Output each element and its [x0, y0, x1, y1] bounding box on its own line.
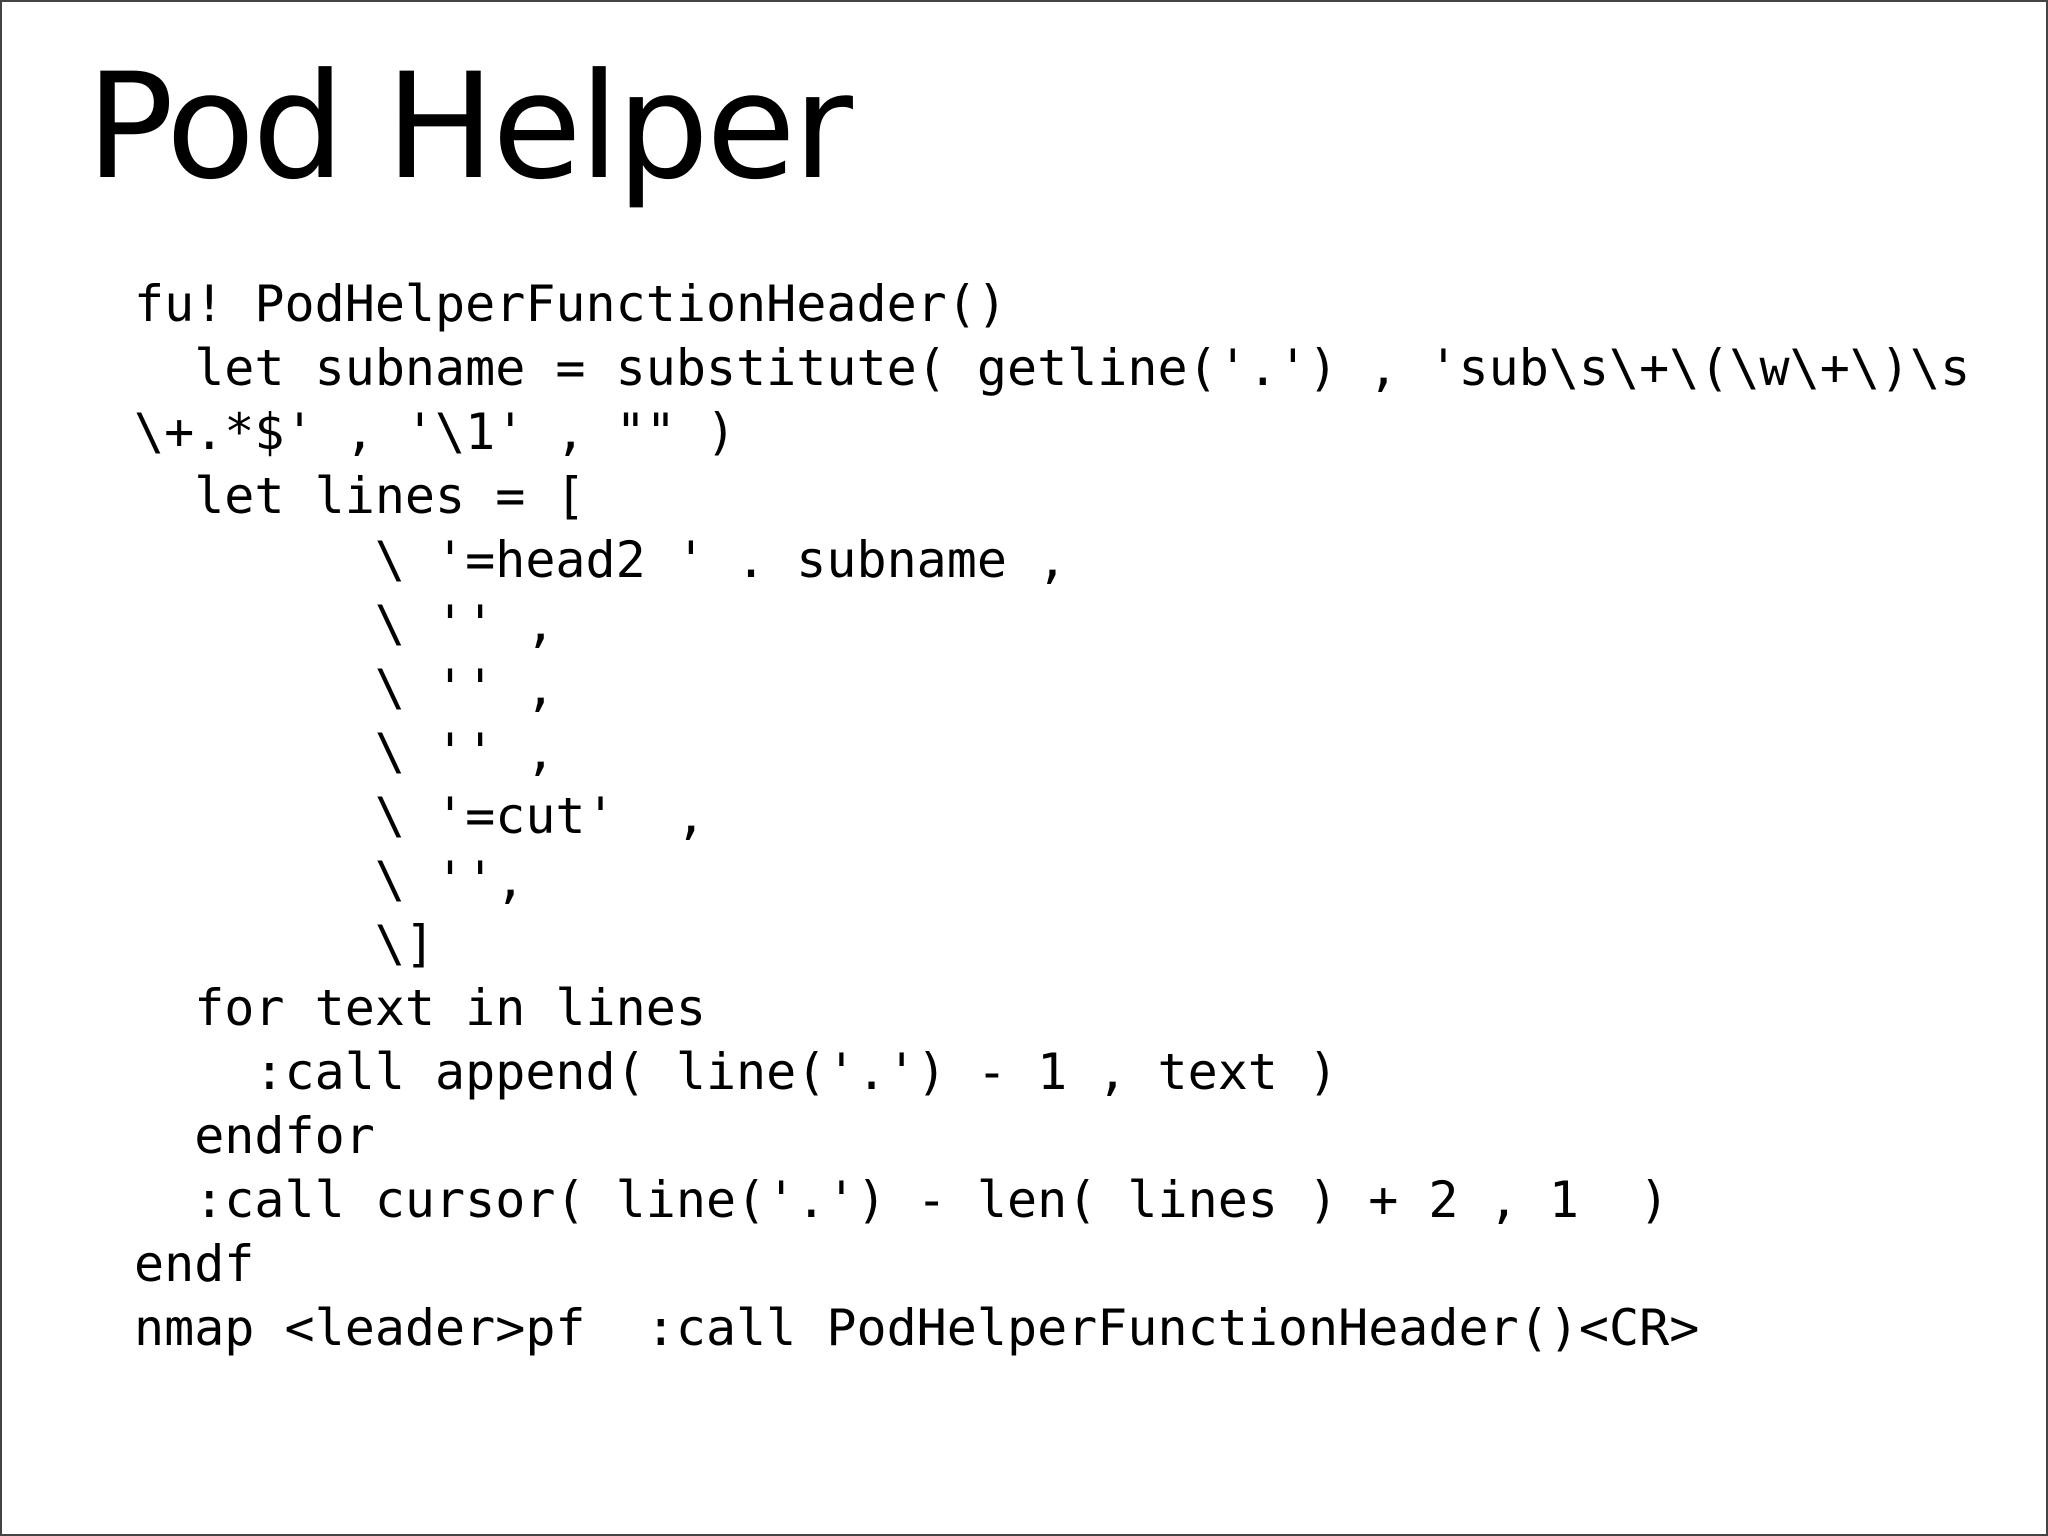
code-line: let subname = substitute( getline('.') ,… — [134, 339, 1971, 397]
code-block: fu! PodHelperFunctionHeader() let subnam… — [134, 272, 1970, 1360]
code-line: \ '=cut' , — [134, 787, 706, 845]
code-line: \ '=head2 ' . subname , — [134, 531, 1068, 589]
code-line: fu! PodHelperFunctionHeader() — [134, 275, 1007, 333]
code-line: for text in lines — [134, 979, 706, 1037]
code-line: \] — [134, 915, 436, 973]
code-line: \ '', — [134, 851, 526, 909]
code-line: nmap <leader>pf :call PodHelperFunctionH… — [134, 1299, 1700, 1357]
code-line: let lines = [ — [134, 467, 586, 525]
code-line: \ '' , — [134, 595, 556, 653]
code-line: \ '' , — [134, 723, 556, 781]
code-line: :call cursor( line('.') - len( lines ) +… — [134, 1171, 1670, 1229]
code-line: \ '' , — [134, 659, 556, 717]
slide-title: Pod Helper — [86, 42, 853, 212]
code-line: \+.*$' , '\1' , "" ) — [134, 403, 737, 461]
code-line: endfor — [134, 1107, 375, 1165]
code-line: endf — [134, 1235, 255, 1293]
code-line: :call append( line('.') - 1 , text ) — [134, 1043, 1339, 1101]
